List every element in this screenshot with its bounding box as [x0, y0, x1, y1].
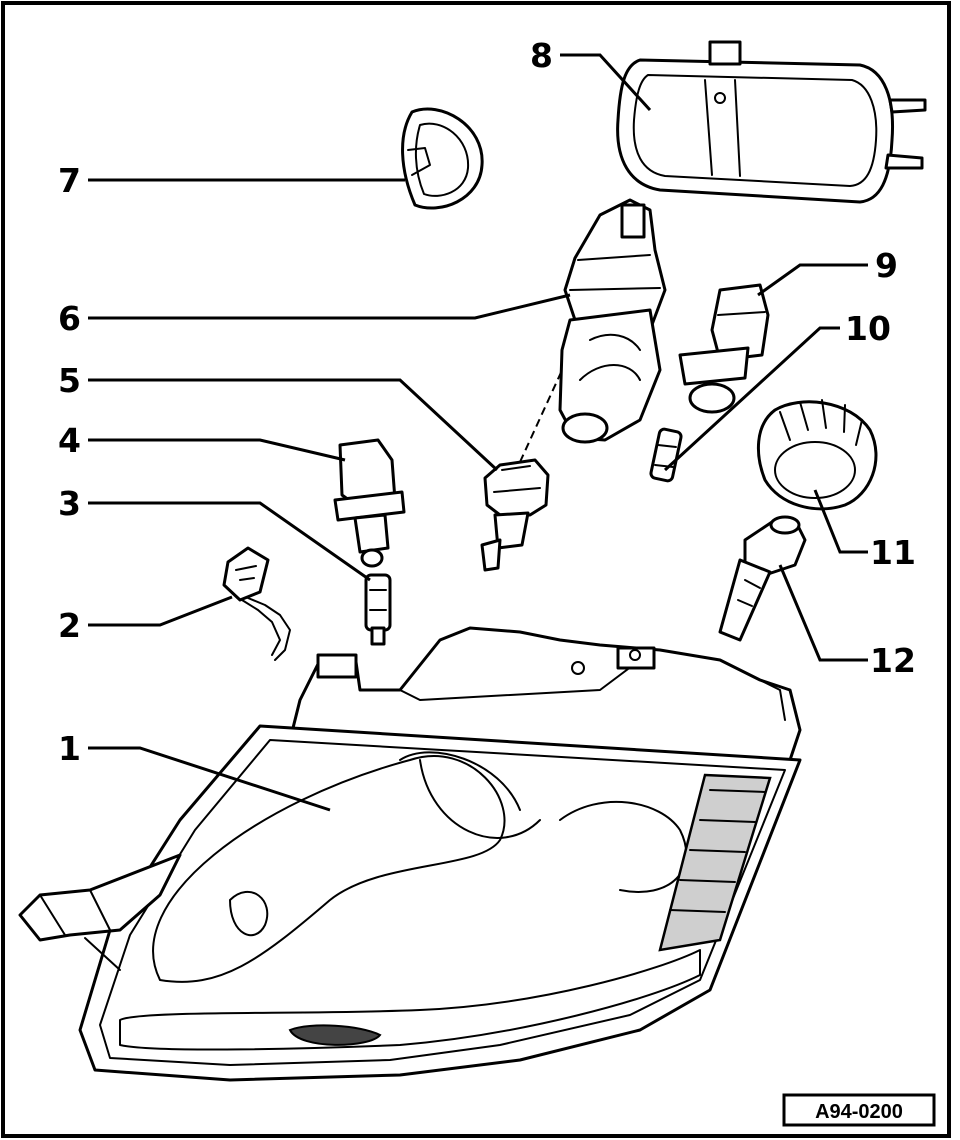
- callout-2: 2: [58, 606, 81, 645]
- leader-11: [813, 489, 868, 554]
- leader-8: [560, 53, 652, 112]
- leader-5: [88, 378, 499, 472]
- callout-11: 11: [870, 533, 916, 572]
- callout-6: 6: [58, 299, 81, 338]
- leader-2: [88, 595, 233, 627]
- part-locking-ring: [756, 399, 878, 511]
- leader-9: [757, 263, 868, 297]
- callout-4: 4: [58, 421, 81, 460]
- callout-7: 7: [58, 161, 81, 200]
- callout-8: 8: [530, 36, 553, 75]
- leader-lines: [88, 53, 868, 812]
- callout-1: 1: [58, 729, 81, 768]
- reference-code-box: A94-0200: [782, 1093, 936, 1127]
- leader-4: [88, 438, 346, 462]
- part-headlamp-housing: [18, 626, 802, 1082]
- callout-labels: 1 2 3 4 5 6 7 8 9 10 11 12: [58, 36, 916, 768]
- leader-10: [663, 326, 840, 472]
- part-wiring-socket: [222, 546, 291, 661]
- leader-1: [88, 746, 331, 812]
- part-gasket-small: [401, 107, 484, 210]
- callout-5: 5: [58, 361, 81, 400]
- callout-10: 10: [845, 309, 891, 348]
- part-side-bulb: [649, 427, 683, 483]
- part-bulb-holder: [333, 438, 406, 568]
- leader-6: [88, 293, 571, 320]
- callout-9: 9: [875, 246, 898, 285]
- part-h7-bulb: [480, 458, 550, 572]
- leader-3: [88, 501, 371, 582]
- leader-12: [778, 564, 868, 662]
- reference-code: A94-0200: [815, 1101, 903, 1123]
- part-small-bulb: [364, 573, 392, 646]
- part-connector-holder: [558, 198, 667, 444]
- callout-12: 12: [870, 641, 916, 680]
- part-socket: [678, 283, 770, 414]
- part-cover-cap: [616, 40, 927, 204]
- callout-3: 3: [58, 484, 81, 523]
- part-gas-discharge-bulb: [718, 515, 807, 642]
